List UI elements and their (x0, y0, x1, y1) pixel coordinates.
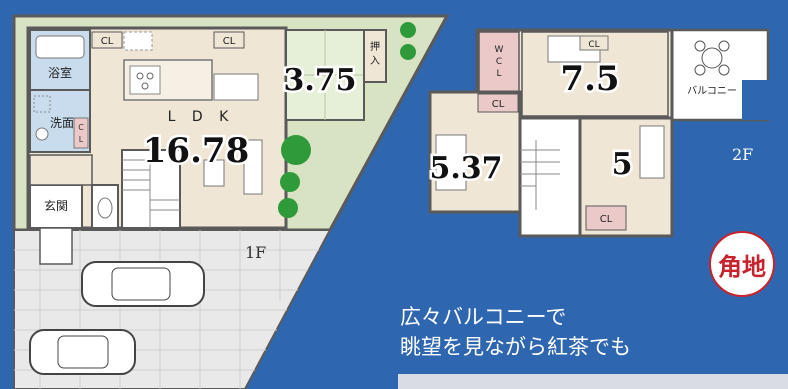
washroom-label: 洗面 (50, 116, 74, 130)
wcl-l: L (496, 69, 501, 79)
bath-label: 浴室 (48, 65, 72, 80)
closet-right (585, 205, 627, 231)
porch (39, 227, 73, 265)
room-size-2: 5.37 (429, 151, 502, 186)
washer-icon (33, 95, 51, 113)
entrance (29, 184, 83, 229)
balcony-label: バルコニー (687, 85, 737, 97)
closet-2 (213, 31, 245, 49)
stair-hall (518, 116, 582, 238)
closet-right-label: CL (600, 214, 613, 225)
badge-label: 角地 (718, 252, 766, 281)
floor2-label: 2F (732, 145, 753, 164)
photo-strip (398, 374, 788, 389)
oshiire-label-1: 押 (370, 40, 380, 53)
balcony-notch (742, 80, 788, 120)
dining-table (213, 73, 259, 101)
room-size-1: 7.5 (560, 59, 619, 99)
fridge-space (123, 31, 153, 51)
coffee-table (203, 159, 225, 187)
bathtub-icon (35, 35, 85, 59)
wcl-c: C (496, 57, 502, 67)
closet-1-label: CL (101, 36, 114, 47)
closet-master (579, 35, 609, 51)
oshiire-closet (363, 29, 387, 83)
ldk-size: 16.78 (143, 131, 249, 171)
caption-line-1: 広々バルコニーで (400, 305, 566, 329)
floor1-label: 1F (245, 243, 266, 262)
stair-steps-2f (520, 140, 560, 210)
garden-trees (278, 22, 416, 218)
walk-in-closet (478, 31, 520, 93)
balcony-table-icon (694, 40, 730, 76)
wash-closet-label-2: L (79, 135, 84, 144)
closet-left-label: CL (492, 99, 505, 110)
sink-icon (35, 127, 49, 141)
car-2 (29, 329, 136, 375)
stairs (121, 149, 181, 229)
room-size-3: 5 (612, 147, 633, 182)
oshiire-label-2: 入 (370, 56, 380, 67)
bed-icon-left (435, 134, 467, 191)
wcl-w: W (495, 45, 504, 55)
sofa (243, 139, 263, 195)
entrance-label: 玄関 (44, 198, 68, 213)
stair-steps (122, 150, 180, 228)
tatami-size: 3.75 (283, 63, 356, 98)
bed-icon-right (639, 125, 665, 179)
shoe-closet (29, 154, 93, 186)
closet-master-label: CL (588, 40, 599, 50)
wash-closet (73, 117, 89, 149)
closet-2-label: CL (223, 36, 236, 47)
closet-1 (91, 31, 123, 49)
wash-closet-label: C (78, 123, 84, 132)
toilet-icon (97, 197, 113, 219)
stove-icon (129, 65, 161, 95)
ldk-label: L D K (168, 109, 235, 125)
caption-line-2: 眺望を見ながら紅茶でも (400, 335, 631, 359)
car-1 (81, 261, 205, 307)
corner-lot-badge: 角地 (709, 231, 775, 297)
closet-left (477, 93, 519, 113)
floor2-plan: バルコニー W C L 7.5 CL CL 5.37 CL 5 (427, 28, 788, 238)
floor1-plan: 浴室 洗面 C L 玄関 CL CL (12, 14, 450, 389)
